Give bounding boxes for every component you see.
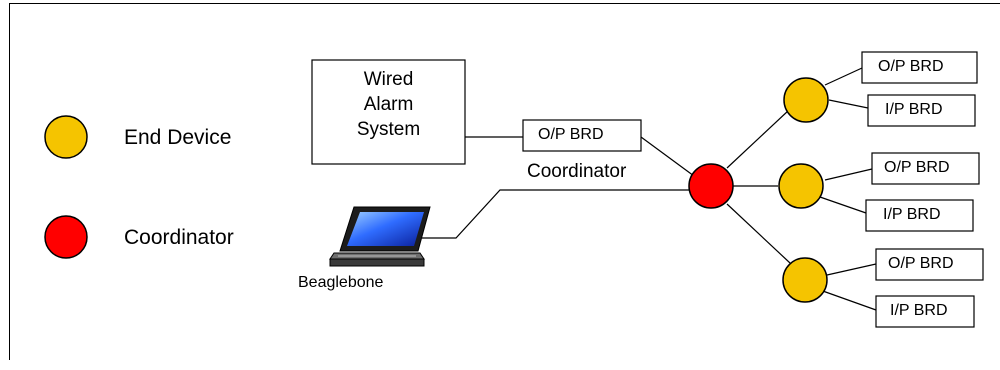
ip-board-label-2: I/P BRD (883, 206, 941, 223)
laptop-to-coordinator-line (422, 189, 690, 239)
op-board-box-2 (871, 152, 980, 185)
legend-coordinator-circle (44, 215, 88, 259)
op-board-label-2: O/P BRD (884, 159, 950, 176)
op-board-label-3: O/P BRD (888, 255, 954, 272)
ip-board-box-1 (867, 94, 976, 127)
op-board-box-1 (861, 51, 978, 84)
op-board-box-3 (875, 248, 984, 281)
connection-lines (422, 67, 877, 311)
device3-to-ip-line (819, 289, 877, 311)
end-device-node-3 (782, 257, 828, 303)
coordinator-board-box (522, 119, 642, 152)
device2-to-op-line (824, 168, 873, 181)
ip-board-label-1: I/P BRD (885, 101, 943, 118)
end-device-node-2 (778, 163, 824, 209)
device3-to-op-line (826, 263, 877, 276)
laptop-icon (329, 206, 431, 267)
frame-top-border (9, 3, 1000, 4)
end-device-node-1 (783, 77, 829, 123)
alarm-system-box (311, 59, 466, 165)
coordinator-caption: Coordinator (527, 161, 627, 182)
legend-coordinator-label: Coordinator (124, 226, 234, 249)
device1-to-op-line (824, 67, 863, 86)
legend-end-device-circle (44, 115, 88, 159)
alarm-system-line3: System (356, 119, 421, 140)
laptop-label: Beaglebone (298, 274, 384, 291)
alarm-system-line1: Wired (363, 69, 414, 90)
ip-board-label-3: I/P BRD (890, 302, 948, 319)
device1-to-ip-line (828, 99, 869, 109)
coordinator-to-device3-line (726, 203, 791, 264)
coordinator-board-label: O/P BRD (538, 126, 604, 143)
ip-board-box-3 (875, 295, 975, 328)
ip-board-box-2 (865, 199, 974, 232)
op-board-label-1: O/P BRD (878, 58, 944, 75)
coordinator-to-device1-line (726, 109, 790, 169)
frame-left-border (9, 3, 10, 360)
legend-end-device-label: End Device (124, 126, 232, 149)
board-to-coordinator-line (640, 136, 695, 177)
alarm-system-line2: Alarm (363, 94, 414, 115)
alarm-system-label: Wired Alarm System (312, 67, 465, 142)
device2-to-ip-line (819, 196, 867, 214)
coordinator-node (688, 163, 734, 209)
